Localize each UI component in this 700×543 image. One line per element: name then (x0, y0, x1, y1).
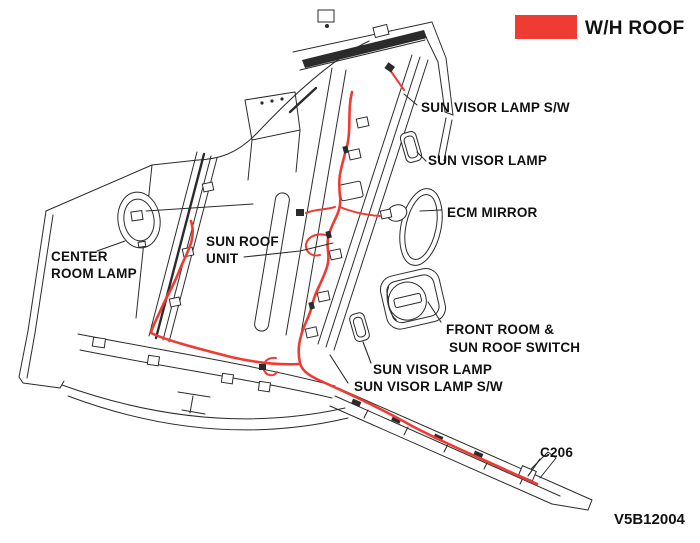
label-sun-visor-lamp-sw-top: SUN VISOR LAMP S/W (421, 100, 570, 115)
label-sun-visor-lamp-sw-bottom: SUN VISOR LAMP S/W (354, 379, 503, 394)
label-sun-visor-lamp-top: SUN VISOR LAMP (428, 153, 547, 168)
label-center-room-lamp-line2: ROOM LAMP (51, 266, 137, 281)
callout-labels: SUN VISOR LAMP S/W SUN VISOR LAMP ECM MI… (51, 100, 580, 460)
ecm-mirror-shape (379, 188, 443, 266)
label-front-room-switch-line2: SUN ROOF SWITCH (449, 340, 580, 355)
roof-harness-line (149, 62, 539, 486)
front-room-sun-roof-switch-shape (379, 268, 446, 330)
harness-branch-visor-left (305, 206, 336, 214)
label-ecm-mirror: ECM MIRROR (447, 205, 538, 220)
rear-header (292, 9, 454, 162)
label-sun-roof-unit-line2: UNIT (206, 251, 239, 266)
label-sun-roof-unit-line1: SUN ROOF (206, 234, 279, 249)
legend-harness-swatch (515, 15, 577, 39)
front-header (61, 333, 349, 431)
legend-label: W/H ROOF (585, 18, 685, 39)
legend: W/H ROOF (515, 15, 685, 39)
center-room-lamp-guideline (145, 203, 254, 212)
sun-visor-lamp-top-shape (399, 131, 423, 163)
harness-branch-visor-switch-top (389, 69, 405, 91)
leader-lines (96, 93, 541, 477)
label-center-room-lamp-line1: CENTER (51, 249, 108, 264)
label-c206: C206 (540, 445, 573, 460)
sunroof-frame-rails (148, 54, 429, 351)
sun-visor-lamp-bottom-shape (349, 312, 370, 342)
center-room-lamp-shape (117, 191, 161, 249)
label-front-room-switch-line1: FRONT ROOM & (446, 322, 554, 337)
drawing-code: V5B12004 (614, 511, 686, 528)
label-sun-visor-lamp-bottom: SUN VISOR LAMP (373, 362, 492, 377)
harness-branch-ecm-mirror (339, 206, 381, 217)
